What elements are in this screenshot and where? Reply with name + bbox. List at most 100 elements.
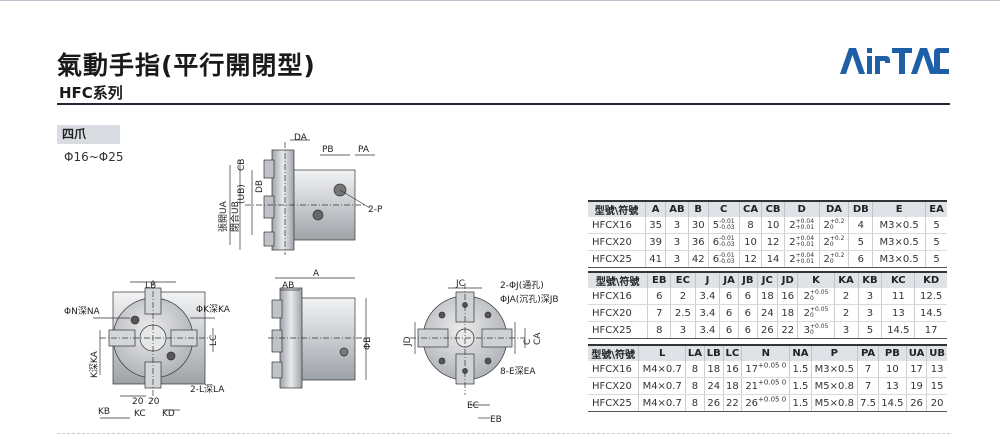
header-model-symbol: 型號\符號 xyxy=(588,201,647,217)
header-d: D xyxy=(784,201,820,217)
label-phib: ΦB xyxy=(363,337,373,350)
cell-ec: 2.5 xyxy=(670,304,696,322)
cell-model: HFCX16 xyxy=(588,217,647,234)
header-eb: EB xyxy=(647,272,672,288)
label-kd: KD xyxy=(162,409,175,419)
cell-ub: 13 xyxy=(926,361,947,378)
cell-e: M3×0.5 xyxy=(872,250,927,268)
label-db: DB xyxy=(255,180,265,193)
label-2l: 2-L深LA xyxy=(190,384,225,395)
tolerance-value: 0 xyxy=(829,241,834,248)
cell-model: HFCX20 xyxy=(588,304,649,322)
technical-drawing: DA PB PA CB (UB) DB 張開UA 閉合UB 2-P LB A A… xyxy=(64,133,559,425)
airtac-logo xyxy=(840,48,949,74)
header-kb: KB xyxy=(858,272,883,288)
header-a: A xyxy=(645,201,666,217)
cell-ja: 6 xyxy=(719,288,739,305)
section-tag: 四爪 xyxy=(57,125,120,144)
tolerance-value: 0 xyxy=(829,224,834,231)
header-ka: KA xyxy=(834,272,859,288)
cell-db: 6 xyxy=(848,250,874,268)
cell-jd: 16 xyxy=(777,288,799,305)
cell-j: 3.4 xyxy=(695,304,721,322)
tolerance-value: 0 xyxy=(810,329,814,336)
cell-ea: 5 xyxy=(925,217,947,234)
label-cb: CB xyxy=(237,159,247,171)
label-ub: (UB) xyxy=(237,184,247,204)
top-border xyxy=(0,0,1000,1)
cell-c: 6-0.01-0.03 xyxy=(708,233,740,251)
cell-l: M4×0.7 xyxy=(638,377,687,395)
header-p: P xyxy=(811,345,859,361)
cell-la: 8 xyxy=(685,361,705,378)
label-kb: KB xyxy=(98,407,110,417)
cell-na: 1.5 xyxy=(789,394,812,412)
label-na: ΦN深NA xyxy=(64,306,101,317)
cell-ub: 20 xyxy=(926,394,947,412)
cell-d: 2+0.04+0.01 xyxy=(784,217,820,234)
page-title: 氣動手指(平行開閉型) xyxy=(57,51,316,80)
cell-model: HFCX20 xyxy=(588,233,647,251)
header-ab: AB xyxy=(665,201,689,217)
tolerance-value: +0.2 xyxy=(829,235,845,242)
cell-jc: 18 xyxy=(757,288,779,305)
cell-jd: 18 xyxy=(777,304,799,322)
header-l: L xyxy=(638,345,687,361)
cell-l: M4×0.7 xyxy=(638,361,687,378)
label-2p: 2-P xyxy=(368,205,383,215)
cell-p: M5×0.8 xyxy=(811,394,859,412)
cell-model: HFCX20 xyxy=(588,377,640,395)
tolerance-value: -0.03 xyxy=(719,241,735,248)
cell-ab: 3 xyxy=(665,217,689,234)
cell-model: HFCX25 xyxy=(588,250,647,268)
cell-ab: 3 xyxy=(665,250,689,268)
cell-na: 1.5 xyxy=(789,377,812,395)
cell-cb: 10 xyxy=(761,217,785,234)
tolerance-value: -0.01 xyxy=(719,235,735,242)
cell-a: 35 xyxy=(645,217,666,234)
cell-kb: 5 xyxy=(858,321,883,339)
tolerance-value: +0.2 xyxy=(829,218,845,225)
header-lb: LB xyxy=(704,345,724,361)
tolerance-value: -0.01 xyxy=(719,252,735,259)
size-range: Φ16~Φ25 xyxy=(64,150,124,164)
header-kd: KD xyxy=(914,272,947,288)
cell-b: 30 xyxy=(688,217,709,234)
cell-b: 42 xyxy=(688,250,709,268)
header-model-symbol: 型號\符號 xyxy=(588,272,649,288)
cell-ja: 6 xyxy=(719,304,739,322)
cell-kb: 3 xyxy=(858,304,883,322)
label-jc: JC xyxy=(455,279,465,289)
cell-pa: 7.5 xyxy=(857,394,879,412)
header-jc: JC xyxy=(757,272,779,288)
header-model-symbol: 型號\符號 xyxy=(588,345,640,361)
label-20a: 20 xyxy=(132,397,144,407)
cell-lb: 24 xyxy=(704,377,724,395)
cell-ca: 8 xyxy=(739,217,763,234)
cell-b: 36 xyxy=(688,233,709,251)
header-cb: CB xyxy=(761,201,785,217)
label-pb: PB xyxy=(322,145,334,155)
label-close-ub: 閉合UB xyxy=(229,201,241,232)
cell-model: HFCX16 xyxy=(588,361,640,378)
series-subtitle: HFC系列 xyxy=(59,84,123,102)
tolerance: +0.04+0.01 xyxy=(796,219,814,231)
label-kc: KC xyxy=(134,409,146,419)
cell-e: M3×0.5 xyxy=(872,217,927,234)
superscript-tolerance: +0.05 0 xyxy=(758,378,787,387)
cell-kc: 14.5 xyxy=(881,321,916,339)
tolerance-value: +0.01 xyxy=(795,258,815,265)
cell-a: 41 xyxy=(645,250,666,268)
header-jd: JD xyxy=(777,272,799,288)
label-j-thru: 2-ΦJ(通孔) xyxy=(500,280,544,291)
cell-lc: 16 xyxy=(723,361,743,378)
